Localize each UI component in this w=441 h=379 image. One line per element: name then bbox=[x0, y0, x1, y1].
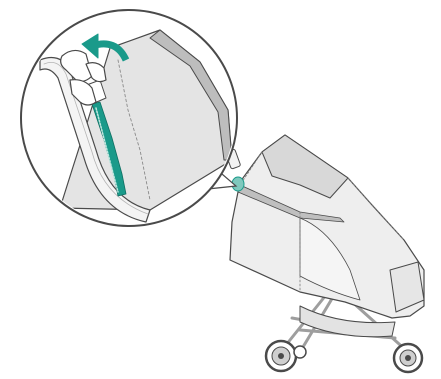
wheel-icon bbox=[294, 346, 306, 358]
wheel-icon bbox=[394, 344, 422, 372]
wheel-icon bbox=[266, 341, 296, 371]
stroller-group bbox=[230, 135, 424, 372]
magnifier-circle-icon bbox=[21, 10, 237, 226]
